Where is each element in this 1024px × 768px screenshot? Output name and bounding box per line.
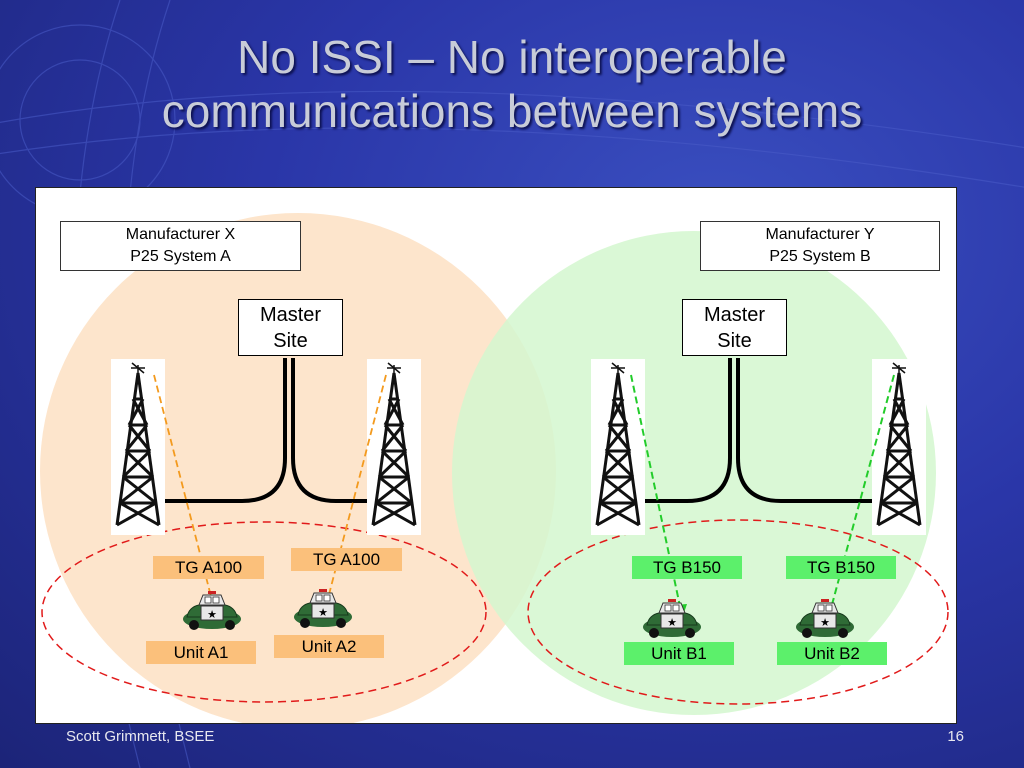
system-a-name: P25 System A — [130, 248, 231, 265]
system-b-unit-boundary — [527, 519, 949, 705]
footer-author: Scott Grimmett, BSEE — [66, 728, 215, 745]
system-a-backbone — [159, 358, 421, 503]
system-b-name: P25 System B — [769, 248, 871, 265]
slide-title: No ISSI – No interoperable communication… — [0, 30, 1024, 138]
master-site-label: Site — [717, 330, 752, 352]
master-site-label: Master — [259, 304, 322, 326]
system-a-manufacturer: Manufacturer X — [125, 226, 236, 243]
master-site-label: Site — [273, 330, 308, 352]
unit-label: Unit B2 — [777, 642, 887, 665]
talkgroup-label: TG B150 — [786, 556, 896, 579]
system-b-label-box: Manufacturer Y P25 System B — [700, 221, 940, 271]
diagram-canvas: ★ — [40, 213, 949, 723]
radio-tower-icon — [589, 357, 647, 537]
talkgroup-label: TG A100 — [291, 548, 402, 571]
unit-label: Unit A1 — [146, 641, 256, 664]
radio-tower-icon — [365, 357, 423, 537]
talkgroup-label: TG B150 — [632, 556, 742, 579]
system-b-manufacturer: Manufacturer Y — [765, 226, 875, 243]
system-b-master-site: Master Site — [682, 299, 787, 356]
radio-tower-icon — [870, 357, 928, 537]
system-b-backbone — [636, 358, 881, 503]
unit-label: Unit A2 — [274, 635, 384, 658]
system-a-coverage-zone — [40, 213, 556, 723]
system-a-label-box: Manufacturer X P25 System A — [60, 221, 301, 271]
title-line-2: communications between systems — [161, 85, 863, 137]
unit-label: Unit B1 — [624, 642, 734, 665]
radio-tower-icon — [109, 357, 167, 537]
system-a-unit-boundary — [41, 521, 487, 703]
title-line-1: No ISSI – No interoperable — [237, 31, 787, 83]
slide-number: 16 — [947, 728, 964, 745]
diagram-panel: ★ — [35, 187, 957, 724]
master-site-label: Master — [703, 304, 766, 326]
talkgroup-label: TG A100 — [153, 556, 264, 579]
system-a-master-site: Master Site — [238, 299, 343, 356]
system-b-coverage-zone — [452, 231, 936, 715]
